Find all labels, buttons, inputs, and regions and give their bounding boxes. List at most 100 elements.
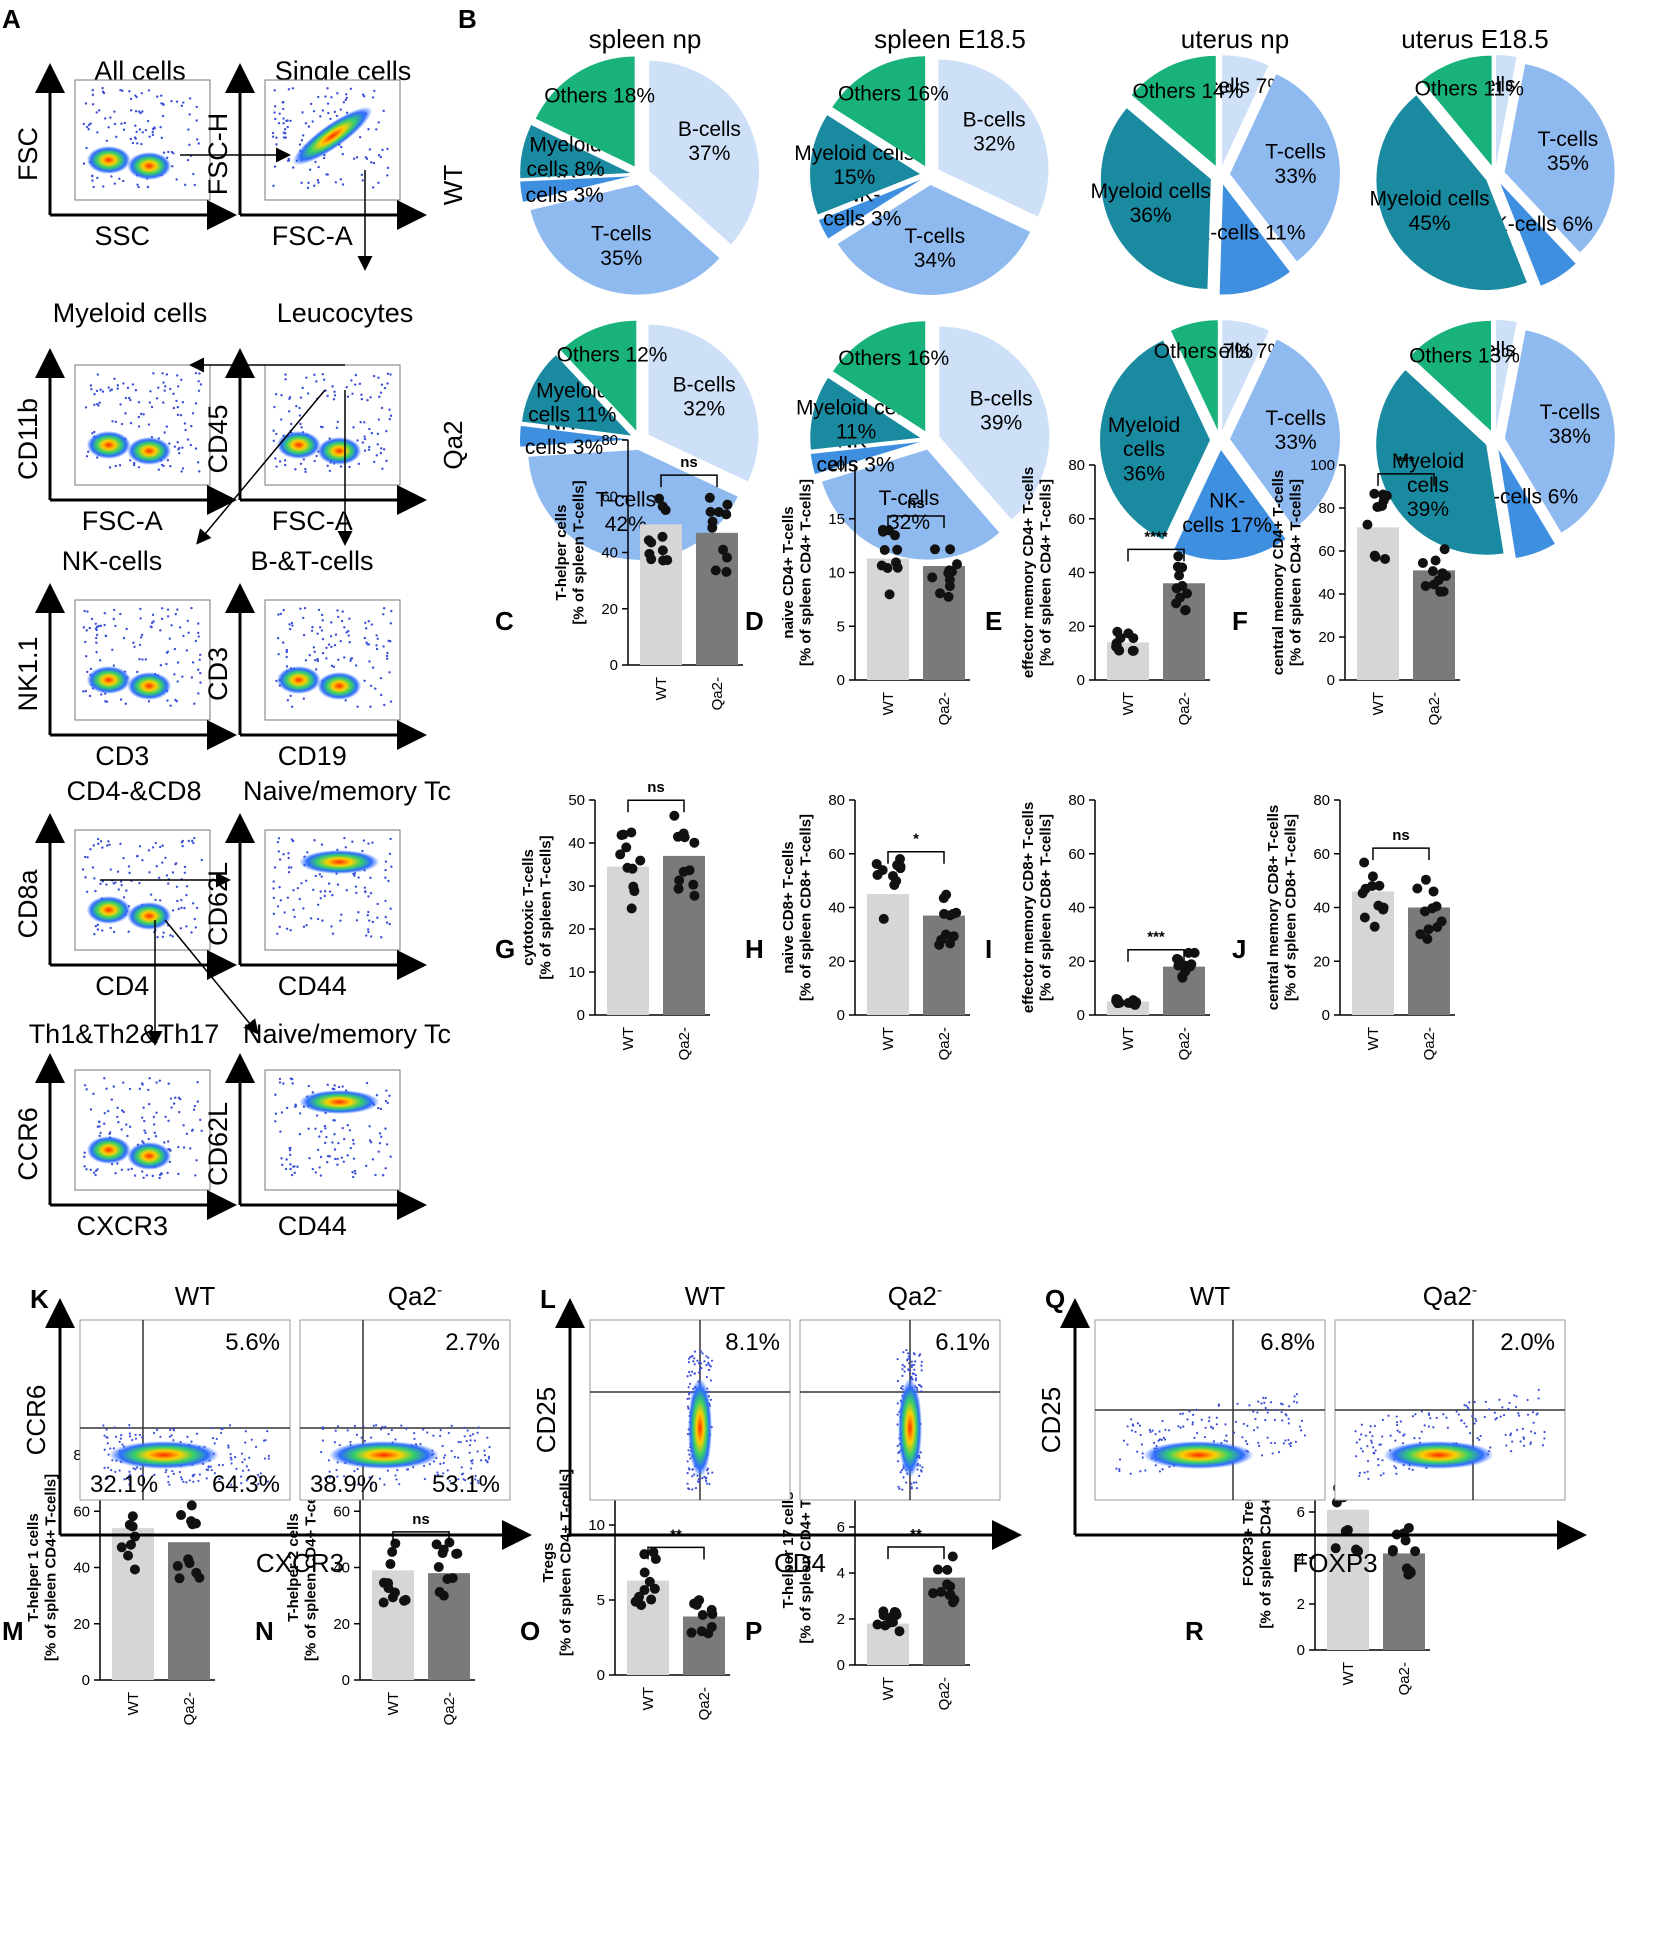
event-dot xyxy=(705,1482,709,1485)
event-dot xyxy=(333,1148,337,1151)
data-point xyxy=(721,552,732,563)
event-dot xyxy=(914,1360,917,1363)
event-dot xyxy=(180,898,183,902)
event-dot xyxy=(470,1459,473,1463)
event-dot xyxy=(1248,1404,1251,1407)
event-dot xyxy=(1264,1396,1267,1400)
event-dot xyxy=(1118,1469,1121,1473)
pie-slice-nk xyxy=(810,442,921,475)
event-dot xyxy=(277,837,281,840)
event-dot xyxy=(138,845,142,848)
event-dot xyxy=(279,612,283,616)
event-dot xyxy=(273,405,276,409)
event-dot xyxy=(357,876,360,879)
event-dot xyxy=(84,876,87,879)
data-point xyxy=(1428,886,1439,897)
event-dot xyxy=(85,125,89,129)
event-dot xyxy=(915,1481,918,1484)
y-axis-label: central memory CD4+ T-cells[% of spleen … xyxy=(1270,470,1304,676)
event-dot xyxy=(313,839,316,842)
event-dot xyxy=(709,1398,712,1401)
event-dot xyxy=(372,161,376,165)
event-dot xyxy=(1467,1408,1470,1411)
event-dot xyxy=(1223,1439,1226,1442)
event-dot xyxy=(180,470,183,473)
event-dot xyxy=(91,432,94,435)
event-dot xyxy=(1269,1401,1273,1404)
significance-bracket xyxy=(887,850,945,864)
data-point xyxy=(447,1573,458,1584)
event-dot xyxy=(169,1428,172,1431)
event-dot xyxy=(1273,1441,1277,1445)
event-dot xyxy=(117,888,121,891)
event-dot xyxy=(688,1391,691,1394)
gating-x-label: CD4 xyxy=(95,971,149,1001)
event-dot xyxy=(315,380,318,383)
event-dot xyxy=(119,403,122,406)
x-tick-label: WT xyxy=(640,1687,657,1710)
event-dot xyxy=(333,1441,336,1444)
event-dot xyxy=(1473,1400,1476,1404)
event-dot xyxy=(158,1079,162,1082)
data-point xyxy=(1415,929,1426,940)
event-dot xyxy=(128,1473,132,1476)
event-dot xyxy=(182,1124,185,1127)
event-dot xyxy=(899,1386,903,1390)
event-dot xyxy=(1188,1410,1191,1413)
event-dot xyxy=(312,646,316,649)
data-point xyxy=(928,1588,939,1599)
event-dot xyxy=(100,693,103,696)
event-dot xyxy=(380,383,384,386)
gate-arrow xyxy=(196,389,326,545)
event-dot xyxy=(256,1473,260,1477)
event-dot xyxy=(369,876,372,880)
event-dot xyxy=(327,111,330,115)
pie-slice-t xyxy=(1229,339,1340,529)
density-blob xyxy=(86,896,131,924)
event-dot xyxy=(146,185,150,189)
event-dot xyxy=(183,422,187,425)
event-dot xyxy=(707,1368,711,1372)
event-dot xyxy=(172,1439,175,1442)
event-dot xyxy=(103,1434,106,1437)
event-dot xyxy=(149,625,152,628)
y-tick-label: 80 xyxy=(1068,792,1085,809)
panel-label: C xyxy=(495,606,514,636)
data-point xyxy=(1427,566,1438,577)
event-dot xyxy=(171,1469,174,1473)
significance-bracket xyxy=(660,474,718,488)
event-dot xyxy=(137,401,141,404)
y-axis-label: cytotoxic T-cells[% of spleen T-cells] xyxy=(520,835,554,979)
event-dot xyxy=(267,1457,270,1460)
event-dot xyxy=(1263,1401,1266,1404)
y-tick-label: 20 xyxy=(568,921,585,938)
y-tick-label: 40 xyxy=(1068,900,1085,917)
event-dot xyxy=(386,372,390,375)
event-dot xyxy=(906,1352,910,1355)
event-dot xyxy=(290,621,294,625)
event-dot xyxy=(167,882,170,885)
event-dot xyxy=(176,608,179,611)
event-dot xyxy=(325,657,328,660)
event-dot xyxy=(361,179,364,182)
event-dot xyxy=(120,1109,124,1112)
event-dot xyxy=(275,432,278,436)
event-dot xyxy=(1275,1408,1278,1412)
event-dot xyxy=(140,1082,144,1085)
event-dot xyxy=(1379,1443,1382,1446)
y-tick-label: 20 xyxy=(73,1616,90,1633)
event-dot xyxy=(1468,1401,1471,1404)
data-point xyxy=(707,516,718,527)
event-dot xyxy=(1260,1402,1263,1405)
event-dot xyxy=(1130,1418,1133,1421)
event-dot xyxy=(1295,1393,1298,1396)
event-dot xyxy=(177,451,181,455)
event-dot xyxy=(705,1363,708,1367)
event-dot xyxy=(126,386,130,390)
event-dot xyxy=(138,128,142,131)
event-dot xyxy=(1396,1429,1399,1432)
event-dot xyxy=(125,889,128,892)
